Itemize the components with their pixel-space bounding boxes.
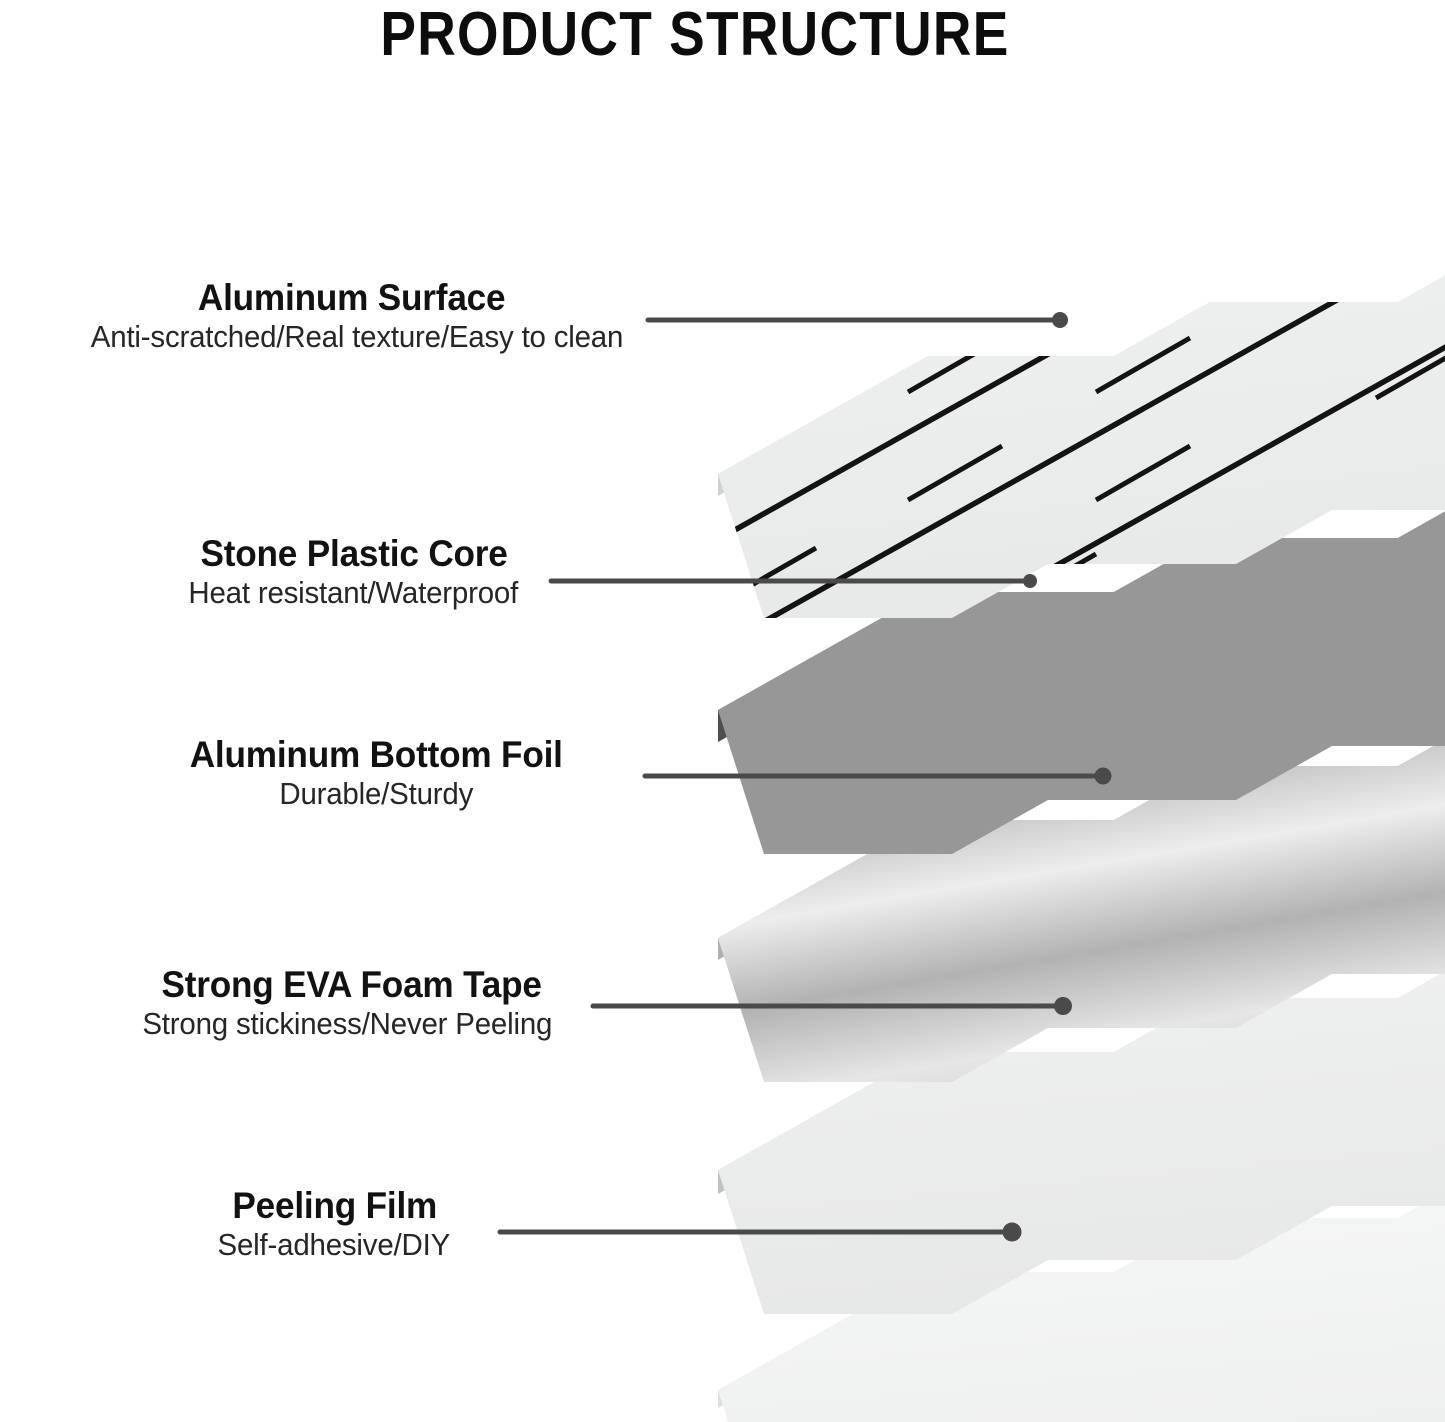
label-subtitle-aluminum-surface: Anti-scratched/Real texture/Easy to clea…	[90, 318, 624, 354]
leader-lines	[497, 317, 1106, 1235]
page-title: PRODUCT STRUCTURE	[380, 0, 1010, 69]
label-aluminum-bottom-foil: Aluminum Bottom Foil Durable/Sturdy	[0, 735, 610, 811]
label-title-eva-foam-tape: Strong EVA Foam Tape	[161, 964, 542, 1005]
aluminum-bottom-foil-face	[718, 739, 1445, 1082]
leader-dot-aluminum-surface	[1052, 312, 1068, 328]
leader-dot-peeling-film	[1002, 1222, 1022, 1242]
label-subtitle-aluminum-bottom-foil: Durable/Sturdy	[279, 775, 474, 811]
layer-eva-foam-tape	[718, 971, 1445, 1314]
label-subtitle-stone-plastic-core: Heat resistant/Waterproof	[188, 574, 519, 610]
label-subtitle-peeling-film: Self-adhesive/DIY	[217, 1226, 451, 1262]
leader-dot-aluminum-bottom-foil	[1094, 767, 1112, 785]
label-eva-foam-tape: Strong EVA Foam Tape Strong stickiness/N…	[0, 965, 556, 1041]
layer-stone-plastic-core	[718, 511, 1445, 854]
leader-dots	[1002, 312, 1112, 1242]
label-title-stone-plastic-core: Stone Plastic Core	[200, 533, 508, 574]
leader-dot-eva-foam-tape	[1054, 997, 1072, 1015]
layer-peeling-film	[718, 1191, 1445, 1422]
label-title-aluminum-surface: Aluminum Surface	[197, 277, 506, 318]
label-aluminum-surface: Aluminum Surface Anti-scratched/Real tex…	[0, 278, 627, 354]
label-title-aluminum-bottom-foil: Aluminum Bottom Foil	[189, 734, 563, 775]
label-title-peeling-film: Peeling Film	[232, 1185, 438, 1226]
leader-dot-stone-plastic-core	[1023, 574, 1037, 588]
layer-aluminum-bottom-foil	[718, 739, 1445, 1082]
label-stone-plastic-core: Stone Plastic Core Heat resistant/Waterp…	[0, 534, 520, 610]
eva-foam-tape-face	[718, 971, 1445, 1314]
label-subtitle-eva-foam-tape: Strong stickiness/Never Peeling	[142, 1005, 553, 1041]
peeling-film-face	[718, 1191, 1445, 1422]
stone-plastic-core-face	[718, 511, 1445, 854]
label-peeling-film: Peeling Film Self-adhesive/DIY	[0, 1186, 470, 1262]
